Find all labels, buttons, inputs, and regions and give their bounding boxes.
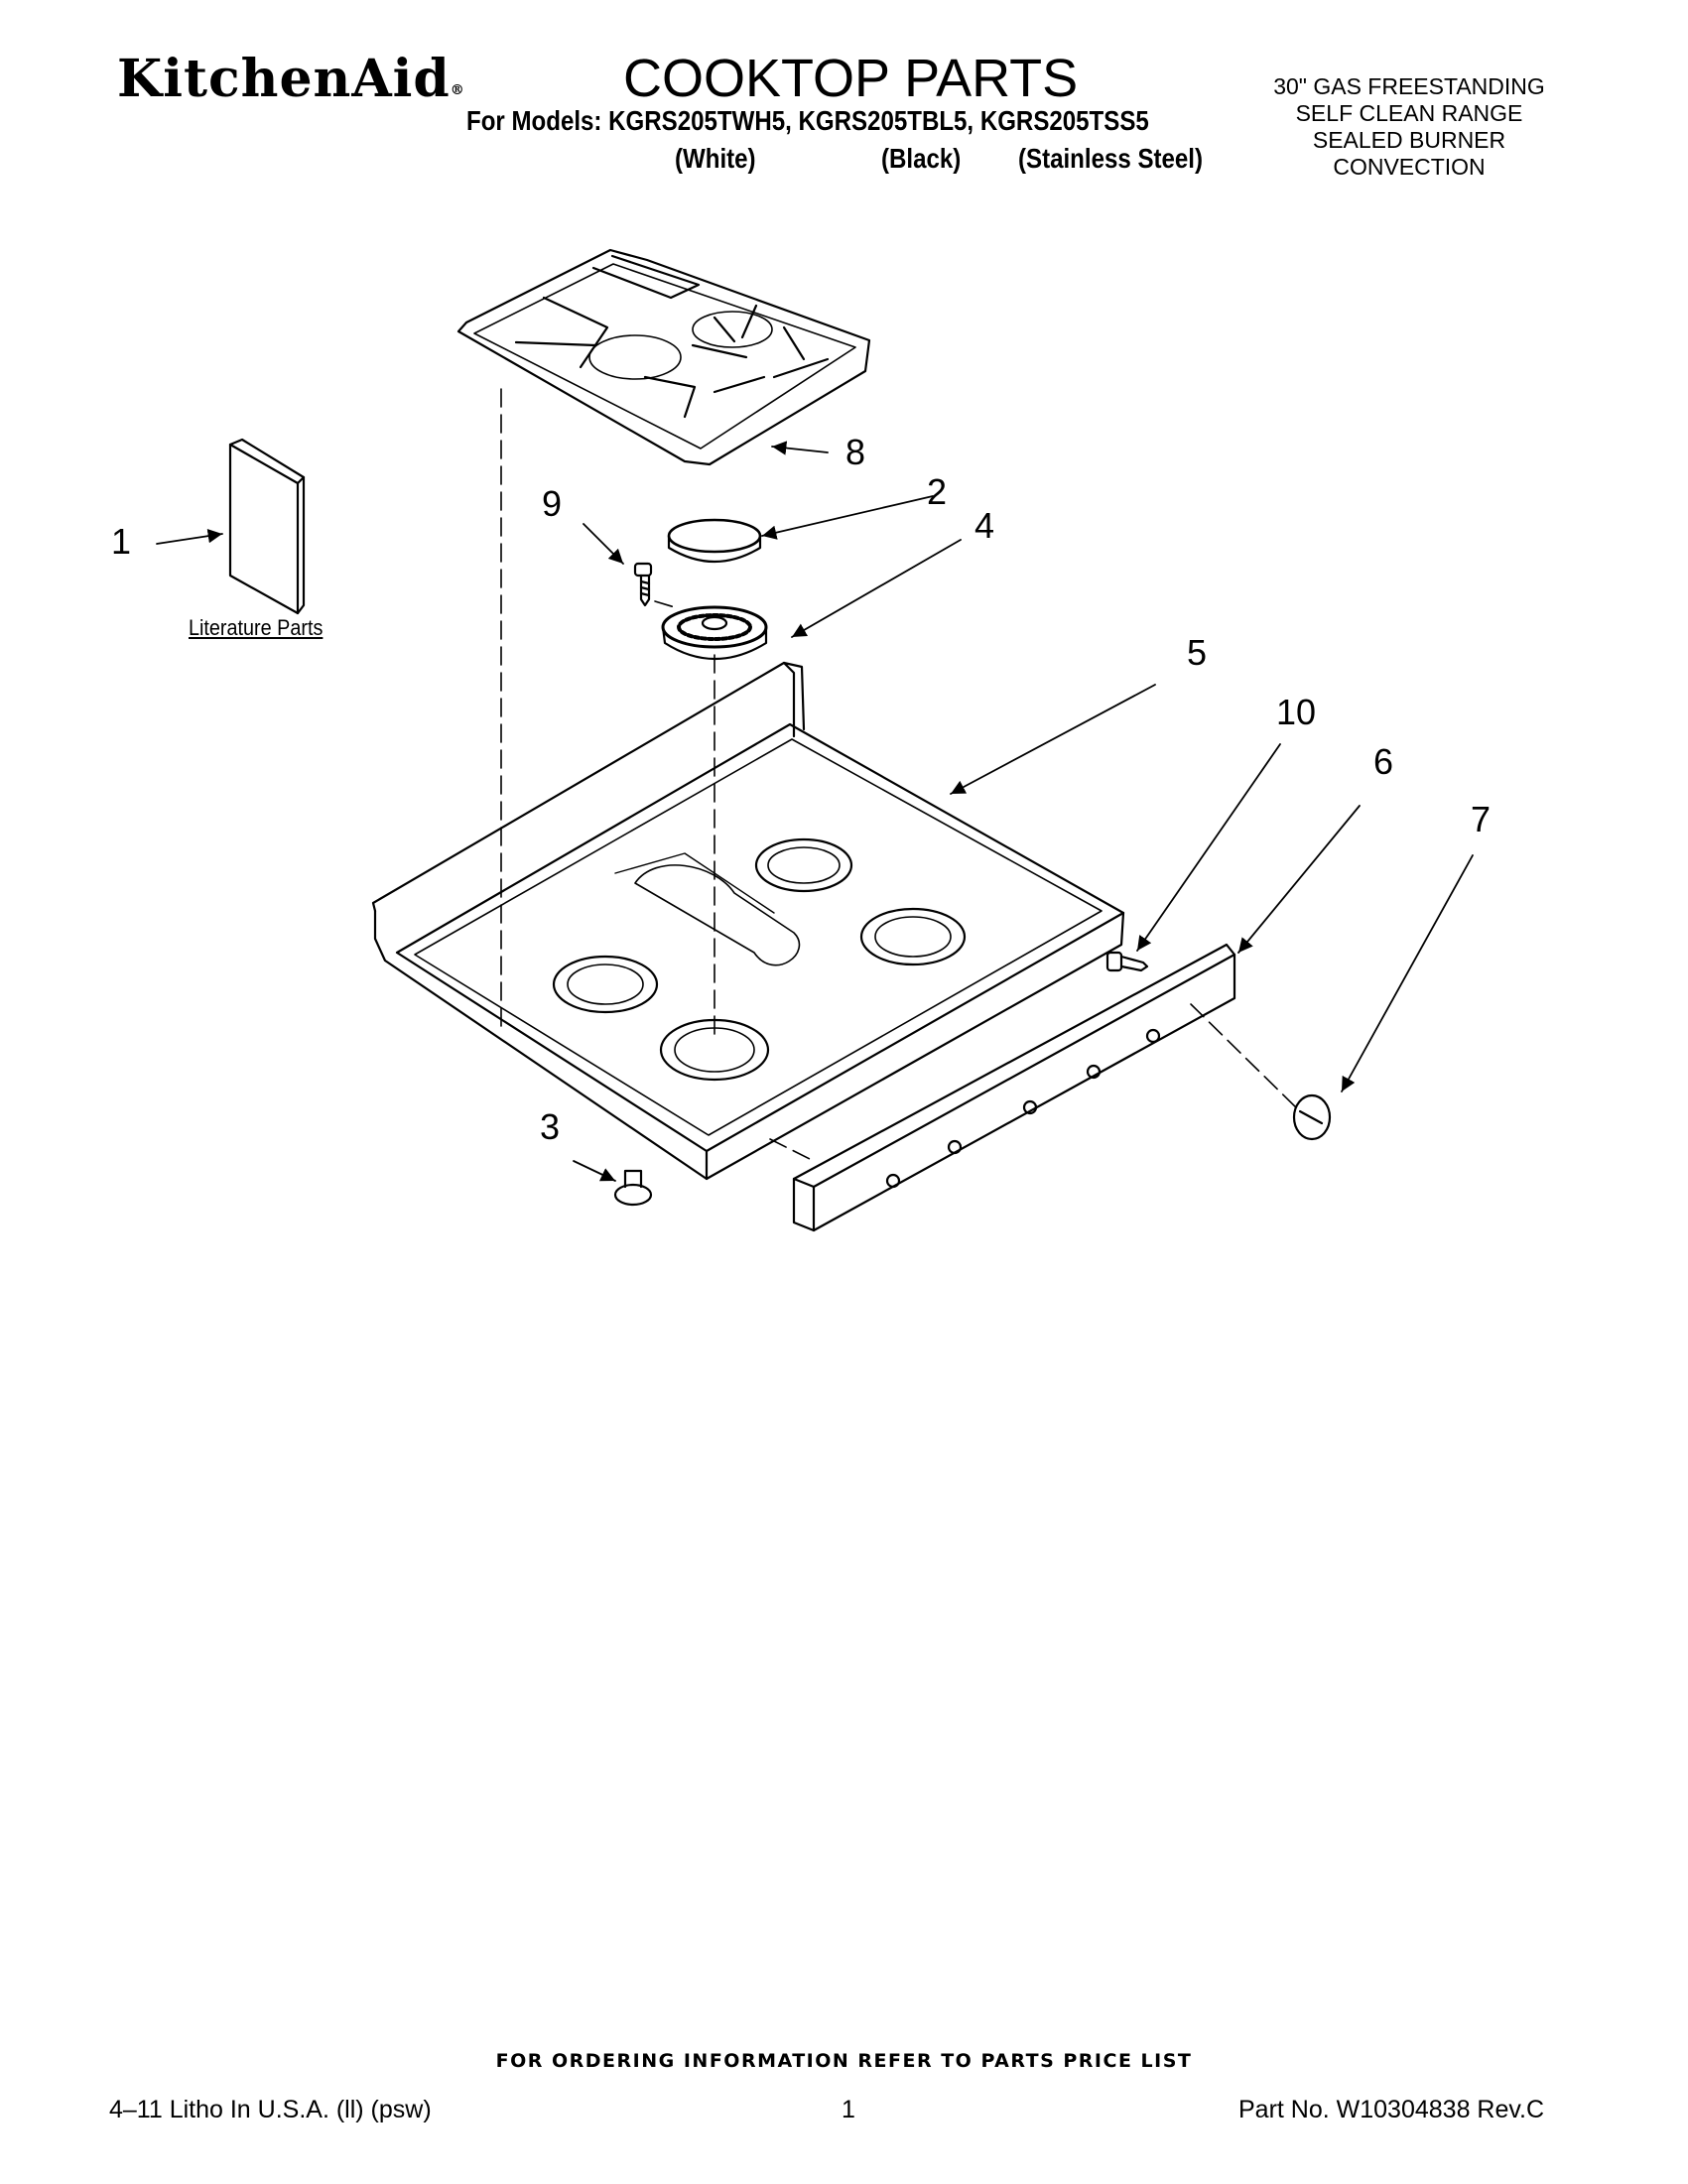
page-title: COOKTOP PARTS: [623, 49, 1079, 108]
cooktop: [371, 661, 1125, 1181]
description-line: CONVECTION: [1333, 154, 1486, 180]
panel-screw: [1105, 951, 1149, 972]
burner-base: [661, 605, 768, 660]
ordering-note: FOR ORDERING INFORMATION REFER TO PARTS …: [495, 2050, 1193, 2072]
control-panel: [792, 943, 1236, 1232]
literature-booklet: [228, 438, 306, 615]
callout-7: 7: [1471, 799, 1492, 839]
leveling-foot: [613, 1169, 653, 1207]
variant-black: (Black): [881, 143, 962, 174]
brand-name: KitchenAid: [117, 49, 451, 109]
callout-10: 10: [1276, 692, 1317, 732]
part-number: Part No. W10304838 Rev.C: [1238, 2096, 1545, 2123]
registered-mark: ®: [450, 82, 465, 98]
callout-4: 4: [974, 505, 995, 546]
models-line: For Models: KGRS205TWH5, KGRS205TBL5, KG…: [466, 105, 1149, 136]
description-line: 30" GAS FREESTANDING: [1273, 73, 1545, 99]
callout-9: 9: [542, 483, 563, 524]
page-number: 1: [842, 2096, 855, 2123]
screw: [633, 562, 653, 607]
callout-2: 2: [927, 471, 948, 512]
variant-white: (White): [675, 143, 756, 174]
callout-5: 5: [1187, 632, 1208, 673]
litho-info: 4–11 Litho In U.S.A. (ll) (psw): [109, 2096, 432, 2123]
callout-6: 6: [1373, 741, 1394, 782]
description-line: SELF CLEAN RANGE: [1295, 100, 1523, 126]
assembly-lines: [500, 388, 1301, 1162]
callout-1: 1: [111, 521, 132, 562]
description-line: SEALED BURNER: [1312, 127, 1506, 153]
variant-stainless: (Stainless Steel): [1018, 143, 1204, 174]
burner-grate: [456, 248, 871, 466]
literature-parts-label: Literature Parts: [189, 615, 324, 640]
leader-arrows: [156, 441, 1474, 1182]
control-knob: [1292, 1093, 1332, 1141]
burner-cap: [667, 518, 762, 563]
callout-3: 3: [540, 1106, 561, 1147]
product-description: 30" GAS FREESTANDING SELF CLEAN RANGE SE…: [1231, 73, 1588, 181]
callout-8: 8: [845, 432, 866, 472]
brand-logo: KitchenAid®: [117, 54, 465, 105]
